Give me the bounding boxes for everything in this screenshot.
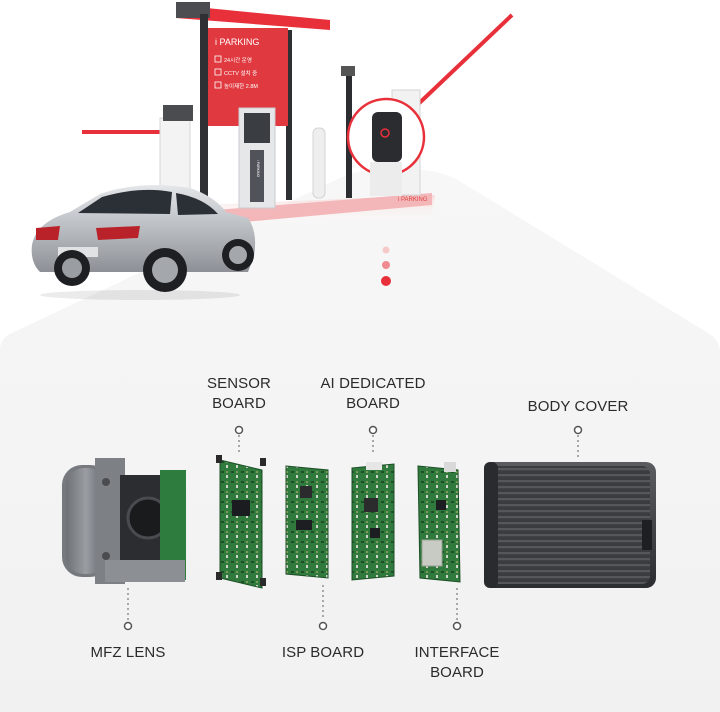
kiosk-feature-1: 24시간 운영 (224, 56, 252, 64)
kiosk-brand: i PARKING (215, 37, 259, 47)
car (31, 185, 256, 300)
interface-board-part (417, 462, 461, 583)
base-brand: i PARKING (398, 197, 428, 203)
kiosk-panel-brand: i PARKING (256, 160, 260, 178)
label-isp-board: ISP BOARD (281, 644, 365, 661)
body-cover-part (484, 462, 656, 588)
ai-board-part (351, 462, 395, 581)
label-interface-board: INTERFACE BOARD (414, 644, 500, 681)
sensor-board-part (216, 455, 266, 589)
label-sensor-board: SENSOR BOARD (207, 375, 271, 412)
kiosk-base (215, 193, 432, 224)
label-ai-dedicated-board: AI DEDICATED BOARD (320, 375, 426, 412)
kiosk-feature-3: 높이제한 2.8M (224, 82, 258, 90)
isp-board-part (285, 465, 329, 579)
kiosk-feature-2: CCTV 설치 중 (224, 69, 257, 77)
label-mfz-lens: MFZ LENS (90, 644, 166, 661)
mfz-lens-part (62, 458, 186, 584)
label-body-cover: BODY COVER (527, 398, 629, 415)
